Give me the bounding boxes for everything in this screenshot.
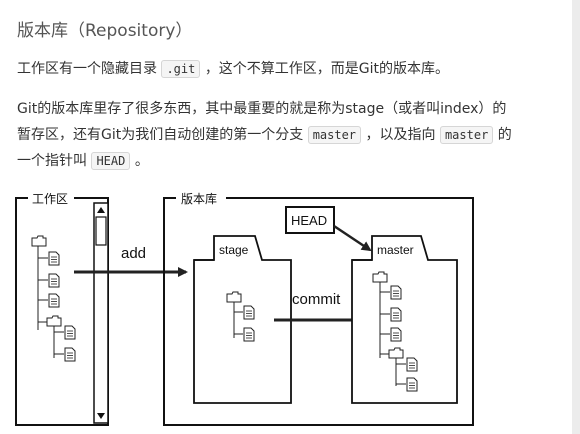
folder-icon bbox=[372, 271, 388, 283]
file-icon bbox=[390, 307, 402, 322]
master-label: master bbox=[377, 243, 414, 257]
commit-label: commit bbox=[292, 291, 341, 308]
stage-folder: stage bbox=[193, 235, 292, 404]
file-icon bbox=[390, 327, 402, 342]
scroll-down-icon[interactable] bbox=[97, 413, 105, 419]
para2-line3-after: 。 bbox=[134, 153, 149, 169]
inline-code-master: master bbox=[307, 126, 362, 144]
working-dir-file-tree bbox=[31, 235, 76, 362]
stage-label: stage bbox=[219, 243, 249, 257]
para2-line3-before: 一个指针叫 bbox=[17, 153, 87, 169]
file-icon bbox=[48, 273, 60, 288]
para1-text-after: ，这个不算工作区，而是Git的版本库。 bbox=[204, 61, 450, 77]
scrollbar-thumb[interactable] bbox=[95, 216, 107, 246]
repository-box: 版本库 bbox=[163, 191, 474, 426]
para2-line1: Git的版本库里存了很多东西，其中最重要的就是称为stage（或者叫index）… bbox=[17, 101, 507, 117]
head-pointer: HEAD bbox=[285, 206, 372, 252]
file-icon bbox=[48, 251, 60, 266]
paragraph-repo-line2: 暂存区，还有Git为我们自动创建的第一个分支 master ，以及指向 mast… bbox=[17, 122, 512, 148]
working-directory-box: 工作区 bbox=[15, 192, 109, 426]
file-icon bbox=[243, 305, 255, 320]
folder-icon bbox=[388, 347, 404, 359]
master-file-tree bbox=[372, 271, 418, 392]
paragraph-repo-line1: Git的版本库里存了很多东西，其中最重要的就是称为stage（或者叫index）… bbox=[17, 96, 506, 122]
repo-label: 版本库 bbox=[181, 191, 217, 206]
page-scroll-edge bbox=[572, 0, 580, 434]
file-icon bbox=[64, 347, 76, 362]
file-icon bbox=[406, 377, 418, 392]
file-icon bbox=[243, 327, 255, 342]
section-heading: 版本库（Repository） bbox=[17, 21, 193, 41]
paragraph-repo-line3: 一个指针叫 HEAD 。 bbox=[17, 148, 149, 174]
folder-icon bbox=[31, 235, 47, 247]
para2-line2-mid: ，以及指向 bbox=[365, 127, 436, 143]
add-label: add bbox=[121, 245, 146, 262]
file-icon bbox=[48, 293, 60, 308]
file-icon bbox=[406, 357, 418, 372]
paragraph-working-dir: 工作区有一个隐藏目录 .git ，这个不算工作区，而是Git的版本库。 bbox=[17, 56, 449, 82]
para2-line2-after: 的 bbox=[497, 127, 512, 143]
folder-icon bbox=[46, 315, 62, 327]
working-dir-label: 工作区 bbox=[32, 192, 68, 206]
inline-code-master-2: master bbox=[439, 126, 494, 144]
file-icon bbox=[64, 325, 76, 340]
inline-code-git: .git bbox=[161, 60, 201, 78]
scroll-up-icon[interactable] bbox=[97, 207, 105, 213]
para1-text-before: 工作区有一个隐藏目录 bbox=[17, 61, 157, 77]
stage-file-tree bbox=[226, 291, 255, 342]
inline-code-head: HEAD bbox=[91, 152, 131, 170]
file-icon bbox=[390, 285, 402, 300]
add-arrow: add bbox=[74, 245, 188, 277]
head-label: HEAD bbox=[291, 213, 327, 228]
master-folder: master bbox=[351, 235, 458, 404]
folder-icon bbox=[226, 291, 242, 303]
para2-line2-before: 暂存区，还有Git为我们自动创建的第一个分支 bbox=[17, 127, 304, 143]
working-dir-scrollbar[interactable] bbox=[93, 202, 109, 424]
